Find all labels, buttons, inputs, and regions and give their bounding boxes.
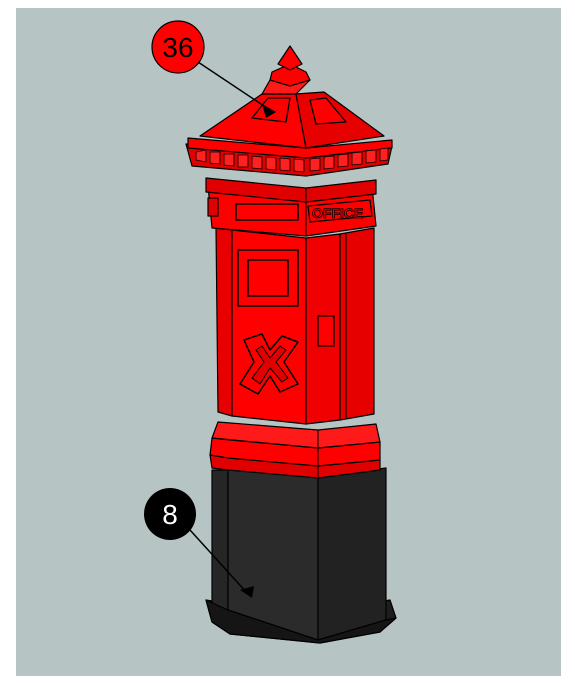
cap-inscription: OFFICE xyxy=(312,205,363,221)
door-panel[interactable] xyxy=(238,250,298,306)
callout-label-8: 8 xyxy=(162,499,178,530)
slot-band: OFFICE xyxy=(206,178,376,236)
lower-band xyxy=(210,422,380,478)
side-plate xyxy=(318,316,334,346)
base-plinth[interactable] xyxy=(206,468,396,643)
callout-label-36: 36 xyxy=(162,32,193,63)
letter-slot[interactable] xyxy=(236,204,298,220)
pillar-box-model[interactable]: OFFICE xyxy=(186,46,396,643)
